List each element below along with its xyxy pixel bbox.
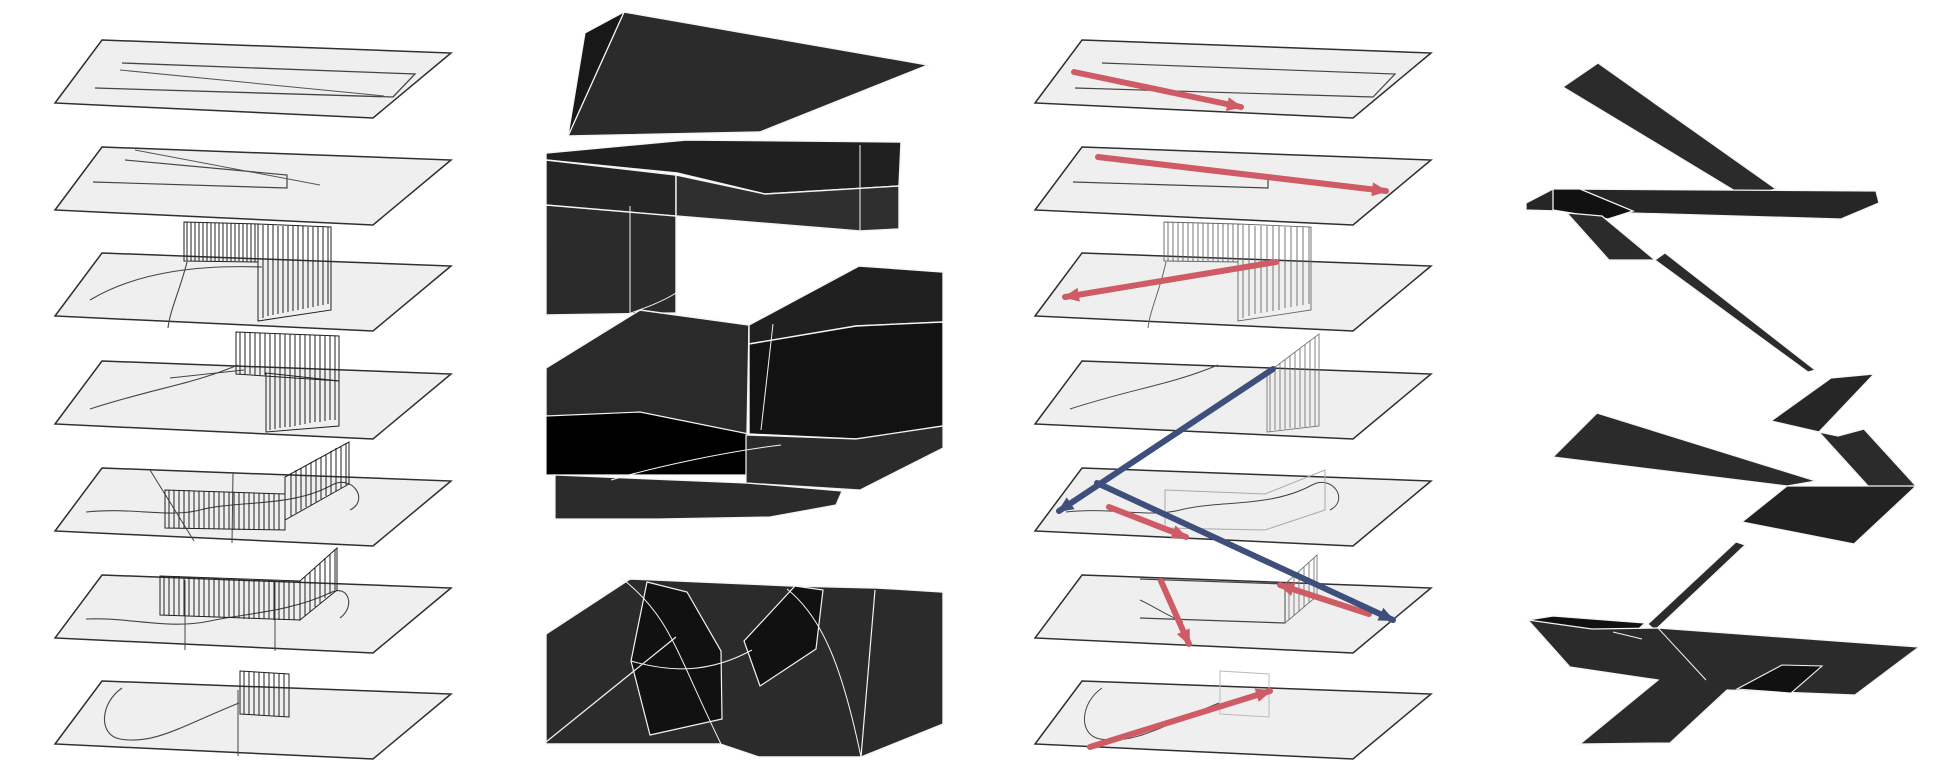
vertical-fins-circulation-3 (1163, 221, 1312, 322)
ramp-diagonal-strip (1654, 252, 1817, 373)
ramp-mid-fold-2 (1817, 428, 1918, 488)
middle-complex-mass (545, 265, 944, 520)
blue-arrow-1 (1056, 366, 1276, 514)
ramp-mid-right-plate (1740, 485, 1918, 545)
vertical-fins-circulation-4 (1266, 333, 1320, 433)
circulation-arrow-panel (1033, 39, 1433, 760)
red-arrow-2 (1095, 154, 1389, 197)
layered-floor-plates-panel (53, 39, 453, 760)
red-arrow-7 (1087, 688, 1273, 750)
floor-plate-4 (53, 331, 453, 440)
ramp-top-dark-plate (1552, 188, 1635, 220)
red-arrow-4 (1106, 504, 1189, 540)
ramp-mid-long-plate (1551, 412, 1817, 487)
ramp-bottom-dark-notch (1735, 664, 1824, 694)
vertical-fins-5 (164, 441, 350, 531)
circulation-arrows (1056, 69, 1396, 750)
red-arrow-5 (1158, 578, 1192, 647)
ramp-lower-diagonal-strip (1647, 541, 1747, 631)
blue-arrow-2 (1094, 480, 1396, 623)
vertical-fins-6 (159, 546, 338, 622)
ramp-mid-fold-1 (1769, 373, 1876, 433)
circulation-plate-5 (1033, 467, 1433, 547)
red-arrow-1 (1071, 69, 1244, 111)
vertical-fins-7 (239, 670, 290, 718)
floor-plate-3 (53, 221, 453, 332)
stacked-massing-panel (545, 10, 944, 758)
red-arrow-3 (1062, 259, 1279, 302)
circulation-plate-1 (1033, 39, 1433, 119)
circulation-plate-6 (1033, 553, 1433, 654)
floor-plate-2 (53, 146, 453, 226)
ramp-left-block (1565, 212, 1657, 261)
circulation-plate-3 (1033, 221, 1433, 332)
ramp-path-panel (1525, 62, 1921, 745)
floor-plate-5 (53, 441, 453, 547)
circulation-plate-7 (1033, 670, 1433, 760)
vertical-fins-3 (183, 221, 332, 322)
ramp-bottom-large-plate (1526, 619, 1921, 745)
ramp-top-arm (1561, 62, 1778, 198)
floor-plate-6 (53, 546, 453, 654)
circulation-plate-2 (1033, 146, 1433, 226)
upper-l-mass (545, 139, 902, 316)
bottom-carved-mass (545, 576, 944, 758)
red-arrow-6 (1277, 582, 1372, 617)
circulation-plate-4 (1033, 333, 1433, 440)
floor-plate-1 (53, 39, 453, 119)
vertical-fins-4 (235, 331, 340, 433)
floor-plate-7 (53, 670, 453, 760)
top-wedge-mass (566, 10, 931, 137)
